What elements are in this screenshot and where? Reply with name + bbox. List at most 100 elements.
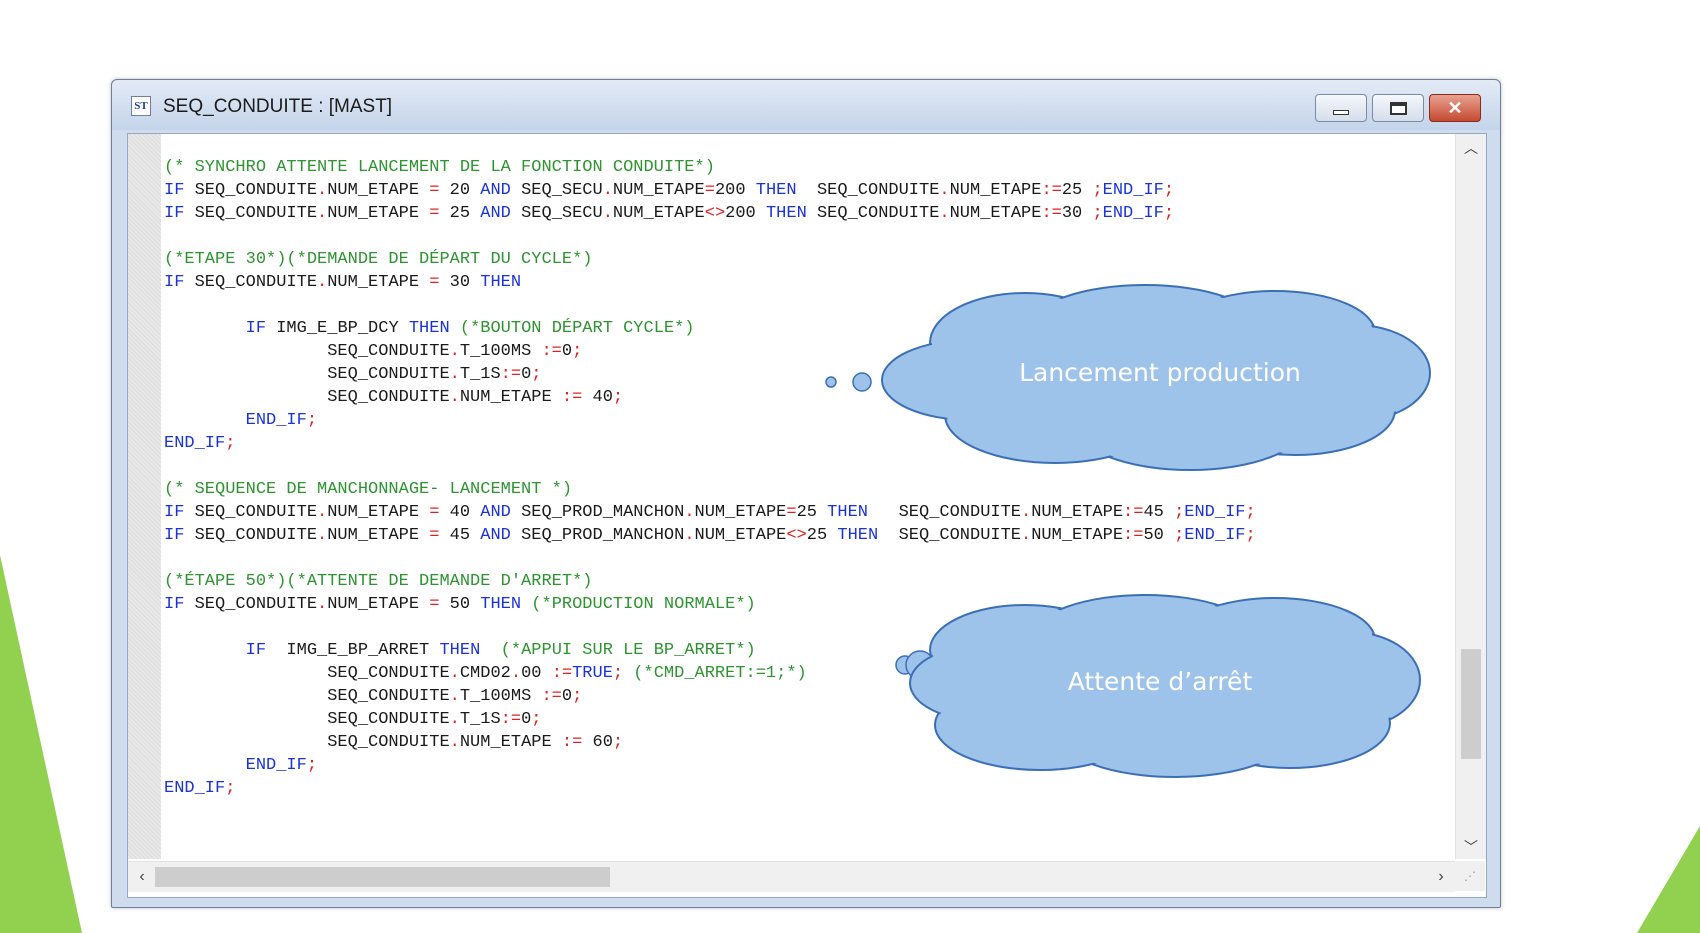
code-token: ;	[306, 411, 318, 430]
code-token: :=	[541, 342, 562, 361]
resize-grip-icon[interactable]: ⋰	[1455, 861, 1485, 891]
code-token: END_IF	[1184, 526, 1246, 545]
callout-launch-production: Lancement production	[820, 284, 1440, 475]
code-token: SEQ_SECU	[510, 204, 603, 223]
right-green-accent	[1637, 826, 1700, 933]
code-token: 0	[561, 342, 573, 361]
code-token: NUM_ETAPE	[327, 181, 430, 200]
callout-stop-wait: Attente d’arrêt	[890, 594, 1430, 785]
code-token: .	[449, 342, 460, 361]
code-token	[164, 319, 246, 338]
code-token: END_IF	[245, 756, 307, 775]
code-token: 00	[521, 664, 552, 683]
code-token: SEQ_CONDUITE	[867, 503, 1022, 522]
callout-stop-label: Attente d’arrêt	[1067, 667, 1253, 696]
code-token: END_IF	[245, 411, 307, 430]
code-token: END_IF	[164, 434, 226, 453]
minimize-button[interactable]	[1315, 94, 1367, 122]
chevron-up-icon[interactable]: ︿	[1464, 140, 1478, 156]
close-button[interactable]: ✕	[1429, 94, 1481, 122]
code-token: .	[317, 503, 328, 522]
code-line: IF IMG_E_BP_DCY THEN (*BOUTON DÉPART CYC…	[164, 316, 695, 341]
code-token: .	[317, 526, 328, 545]
code-token: 0	[521, 710, 532, 729]
vertical-scroll-thumb[interactable]	[1461, 649, 1481, 759]
code-token: .	[684, 503, 695, 522]
code-token: SEQ_PROD_MANCHON	[510, 526, 685, 545]
code-token: =	[429, 181, 440, 200]
code-token: ;	[612, 388, 624, 407]
code-line: SEQ_CONDUITE.T_100MS :=0;	[164, 339, 582, 364]
code-token: .	[317, 595, 328, 614]
code-token: SEQ_CONDUITE	[184, 526, 318, 545]
code-line: SEQ_CONDUITE.T_1S:=0;	[164, 707, 541, 732]
code-token: 30	[439, 273, 481, 292]
code-token: SEQ_CONDUITE	[184, 503, 318, 522]
code-token: 0	[561, 687, 573, 706]
code-line: SEQ_CONDUITE.NUM_ETAPE := 60;	[164, 730, 623, 755]
code-token: SEQ_CONDUITE	[796, 181, 940, 200]
editor-gutter	[128, 134, 161, 859]
code-editor[interactable]: (* SYNCHRO ATTENTE LANCEMENT DE LA FONCT…	[127, 133, 1487, 898]
code-token: TRUE	[572, 664, 613, 683]
code-token: SEQ_CONDUITE	[164, 710, 450, 729]
code-token: THEN	[827, 503, 868, 522]
st-language-icon: ST	[131, 96, 151, 116]
code-token: 40	[439, 503, 481, 522]
code-token: =	[786, 503, 797, 522]
code-token: ;	[1163, 181, 1175, 200]
code-token: 200	[714, 181, 756, 200]
code-token: SEQ_SECU	[510, 181, 603, 200]
title-bar[interactable]: ST SEQ_CONDUITE : [MAST] ✕	[112, 80, 1500, 130]
code-token: ;	[572, 342, 583, 361]
code-token: ;	[612, 733, 624, 752]
code-token: .	[449, 687, 460, 706]
code-token: (*CMD_ARRET:=1;*)	[623, 664, 807, 683]
code-token: SEQ_PROD_MANCHON	[510, 503, 685, 522]
code-token: THEN	[837, 526, 879, 545]
code-token: <>	[786, 526, 807, 545]
code-token: .	[317, 204, 328, 223]
chevron-right-icon[interactable]: ›	[1438, 868, 1444, 885]
chevron-left-icon[interactable]: ‹	[139, 868, 145, 885]
vertical-scrollbar[interactable]: ︿ ﹀	[1455, 134, 1486, 859]
code-token: NUM_ETAPE	[694, 503, 787, 522]
code-token: THEN	[408, 319, 450, 338]
code-token: .	[1021, 503, 1032, 522]
code-token: ;	[1245, 526, 1256, 545]
code-token: 30	[1061, 204, 1093, 223]
code-token: (*APPUI SUR LE BP_ARRET*)	[480, 641, 756, 660]
horizontal-scrollbar[interactable]: ‹ ›	[128, 861, 1455, 892]
code-token: 40	[582, 388, 613, 407]
code-token: 45	[1143, 503, 1175, 522]
code-token: ;	[225, 434, 236, 453]
code-token: NUM_ETAPE	[327, 503, 430, 522]
chevron-down-icon[interactable]: ﹀	[1464, 839, 1478, 855]
code-token: .	[449, 733, 460, 752]
code-token: NUM_ETAPE	[327, 595, 430, 614]
code-token: =	[429, 503, 440, 522]
code-token: ;	[1092, 204, 1103, 223]
code-line: END_IF;	[164, 431, 235, 456]
code-token: ;	[1245, 503, 1256, 522]
code-token: ;	[1163, 204, 1175, 223]
code-token: :=	[500, 710, 522, 729]
code-token: ;	[531, 710, 542, 729]
left-green-accent	[0, 555, 82, 933]
close-icon: ✕	[1447, 98, 1463, 118]
code-token: T_1S	[459, 365, 501, 384]
code-line: IF SEQ_CONDUITE.NUM_ETAPE = 20 AND SEQ_S…	[164, 178, 1174, 203]
code-token: :=	[500, 365, 522, 384]
code-token: SEQ_CONDUITE	[164, 687, 450, 706]
maximize-button[interactable]	[1372, 94, 1424, 122]
code-token: NUM_ETAPE	[459, 388, 562, 407]
horizontal-scroll-thumb[interactable]	[155, 867, 610, 887]
code-token: (*BOUTON DÉPART CYCLE*)	[449, 319, 695, 338]
code-token: NUM_ETAPE	[459, 733, 562, 752]
code-token: END_IF	[1102, 181, 1164, 200]
minimize-icon	[1333, 110, 1349, 115]
code-line: END_IF;	[164, 408, 317, 433]
code-token: SEQ_CONDUITE	[184, 595, 318, 614]
code-token: :=	[1123, 526, 1144, 545]
code-line: SEQ_CONDUITE.NUM_ETAPE := 40;	[164, 385, 623, 410]
